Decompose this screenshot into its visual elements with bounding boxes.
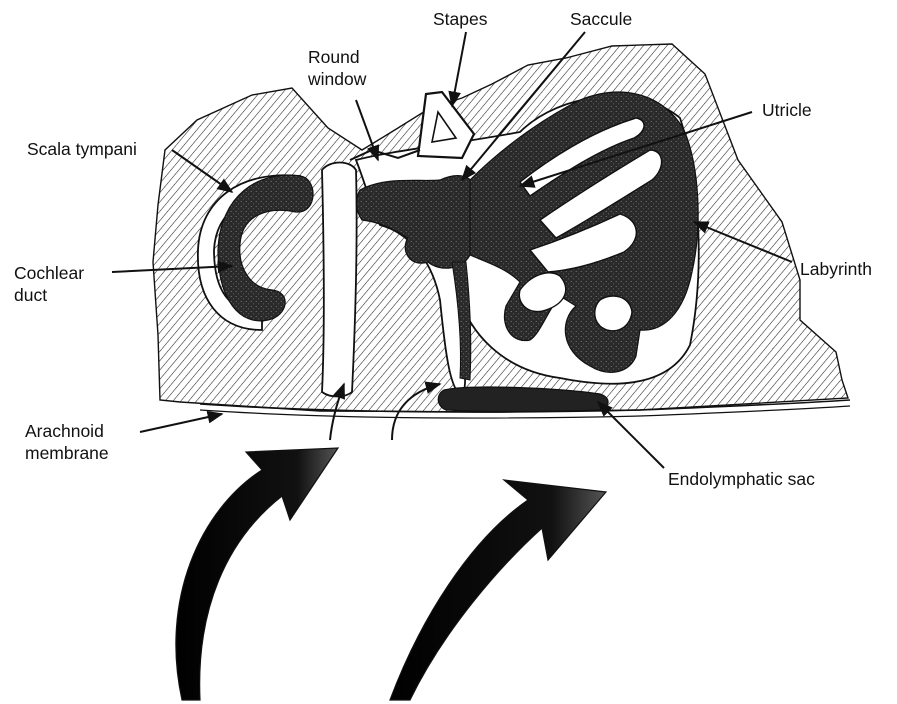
large-arrow-left bbox=[176, 448, 338, 700]
label-endolymphatic-sac: Endolymphatic sac bbox=[668, 468, 815, 490]
label-scala-tympani: Scala tympani bbox=[27, 138, 137, 160]
perilymphatic-duct bbox=[322, 163, 357, 397]
label-stapes: Stapes bbox=[433, 8, 487, 30]
label-arachnoid-membrane: Arachnoid membrane bbox=[25, 420, 109, 464]
label-labyrinth: Labyrinth bbox=[800, 258, 872, 280]
label-saccule: Saccule bbox=[570, 8, 632, 30]
large-arrow-right bbox=[390, 480, 606, 700]
label-round-window: Round window bbox=[308, 46, 366, 90]
label-utricle: Utricle bbox=[762, 99, 812, 121]
label-cochlear-duct: Cochlear duct bbox=[14, 262, 84, 306]
